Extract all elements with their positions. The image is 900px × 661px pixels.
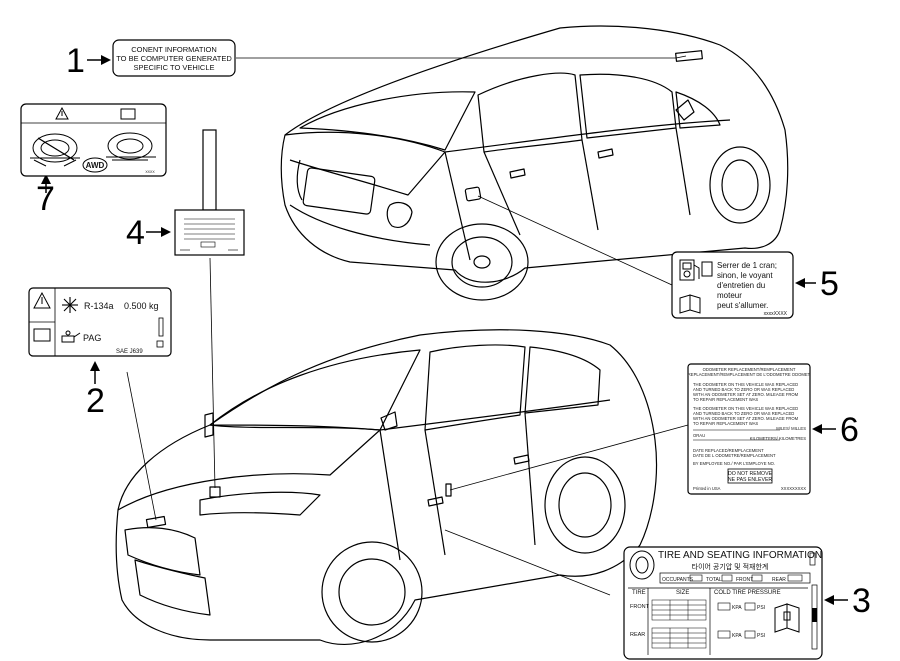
svg-text:PAG: PAG [83,333,101,343]
svg-text:REAR: REAR [630,632,645,638]
callout-7: 7 [36,174,55,218]
svg-text:5: 5 [820,265,839,303]
svg-text:PSI: PSI [757,605,765,611]
svg-text:DATE REPLACED/REMPLACEMENT: DATE REPLACED/REMPLACEMENT [693,448,764,453]
tire-icon [629,550,655,580]
callout-1: 1 [66,42,111,80]
warning-triangle-icon [33,291,51,309]
awd-badge: AWD [82,157,108,173]
svg-text:AND TURNED BACK TO ZERO OR WAS: AND TURNED BACK TO ZERO OR WAS REPLACED [693,387,794,392]
label-3-tire-seating: TIRE AND SEATING INFORMATION 타이어 공기압 및 적… [623,546,823,660]
manual-book-icon [33,328,51,342]
svg-text:DATE DE L ODOMETRE/REMPLACEMEN: DATE DE L ODOMETRE/REMPLACEMENT [693,453,776,458]
svg-text:REAR: REAR [772,577,786,583]
svg-text:COLD TIRE PRESSURE: COLD TIRE PRESSURE [714,590,781,596]
engine-light-icon [701,261,713,277]
svg-text:AND TURNED BACK TO ZERO OR WAS: AND TURNED BACK TO ZERO OR WAS REPLACED [693,411,794,416]
label-7-awd-warning: AWD XXXX [20,103,167,177]
oil-can-icon [61,330,81,343]
svg-text:xxxxXXXX: xxxxXXXX [764,311,788,317]
svg-text:FRONT: FRONT [736,577,753,583]
svg-text:SAE J639: SAE J639 [116,349,143,355]
svg-text:TO BE COMPUTER GENERATED: TO BE COMPUTER GENERATED [116,54,232,63]
svg-text:sinon, le voyant: sinon, le voyant [717,271,773,280]
bottom-car-illustration [115,329,658,646]
label-1-content-information: CONENT INFORMATION TO BE COMPUTER GENERA… [112,39,236,77]
leader-lines [126,55,689,596]
svg-text:ORAU: ORAU [693,433,705,438]
callout-5: 5 [795,265,839,303]
tire-size-grid [651,599,707,649]
fuel-pump-icon [679,259,700,281]
callout-6: 6 [812,411,859,449]
label-5-fuel-cap: Serrer de 1 cran; sinon, le voyant d'ent… [671,251,794,319]
svg-text:Printed in USA: Printed in USA [693,486,721,491]
car-on-lift-icon [30,133,80,167]
svg-text:TOTAL: TOTAL [706,577,722,583]
svg-text:PSI: PSI [757,633,765,639]
manual-book-icon [120,108,136,120]
svg-text:WITH AN ODOMETER SET AT ZERO.: WITH AN ODOMETER SET AT ZERO. MILEAGE FR… [693,392,799,397]
svg-text:peut s'allumer.: peut s'allumer. [717,301,768,310]
callout-4: 4 [126,214,171,252]
callout-3: 3 [824,582,871,620]
label-2-refrigerant: R-134a 0.500 kg PAG SAE J639 [28,287,172,357]
svg-text:d'entretien du: d'entretien du [717,281,765,290]
svg-text:4: 4 [126,214,145,252]
label-6-odometer: ODOMETER REPLACEMENT/REMPLACEMENT REPLAC… [687,363,811,495]
warning-triangle-icon [55,106,69,120]
svg-text:WITH AN ODOMETER SET AT ZERO.: WITH AN ODOMETER SET AT ZERO. MILEAGE FR… [693,416,799,421]
svg-text:ODOMETER REPLACEMENT/REMPLACEM: ODOMETER REPLACEMENT/REMPLACEMENT [703,367,796,372]
manual-book-icon [679,294,701,314]
svg-text:TIRE AND SEATING INFORMATION: TIRE AND SEATING INFORMATION [658,550,822,561]
svg-text:TO REPAIR REPLACEMENT WAS: TO REPAIR REPLACEMENT WAS [693,397,758,402]
snowflake-icon [62,297,78,313]
svg-text:Serrer de 1 cran;: Serrer de 1 cran; [717,261,777,270]
svg-text:OCCUPANTS: OCCUPANTS [662,577,694,583]
svg-text:7: 7 [36,180,55,218]
svg-text:KILOMETERS/ KILOMETRES: KILOMETERS/ KILOMETRES [750,436,807,441]
svg-text:moteur: moteur [717,291,742,300]
svg-text:CONENT INFORMATION: CONENT INFORMATION [131,45,217,54]
svg-text:BY EMPLOYEE NO./ PAR L'EMPLOYE: BY EMPLOYEE NO./ PAR L'EMPLOYE NO. [693,461,775,466]
svg-text:MILES/ MILLES: MILES/ MILLES [776,426,806,431]
svg-text:0.500 kg: 0.500 kg [124,301,159,311]
svg-text:6: 6 [840,411,859,449]
svg-text:2: 2 [86,382,105,420]
prohibited-icon [37,137,75,161]
svg-text:AWD: AWD [86,161,105,170]
svg-text:TIRE: TIRE [632,590,646,596]
car-on-dyno-icon [106,132,156,161]
callout-2: 2 [86,361,105,420]
svg-text:NE PAS ENLEVER: NE PAS ENLEVER [728,477,773,483]
svg-text:TO REPAIR REPLACEMENT WAS: TO REPAIR REPLACEMENT WAS [693,421,758,426]
svg-text:SPECIFIC TO VEHICLE: SPECIFIC TO VEHICLE [134,63,215,72]
svg-text:XXXX: XXXX [145,170,155,174]
svg-text:XXXXXXXXX: XXXXXXXXX [781,486,806,491]
svg-text:KPA: KPA [732,633,742,639]
svg-text:THE ODOMETER ON THIS VEHICLE W: THE ODOMETER ON THIS VEHICLE WAS REPLACE… [693,406,798,411]
manual-book-icon [774,603,800,633]
svg-text:R-134a: R-134a [84,301,114,311]
svg-text:타이어 공기압 및 적재한계: 타이어 공기압 및 적재한계 [692,562,769,571]
svg-text:FRONT: FRONT [630,604,650,610]
svg-text:DO NOT REMOVE: DO NOT REMOVE [728,471,773,477]
svg-text:SIZE: SIZE [676,590,689,596]
svg-text:KPA: KPA [732,605,742,611]
svg-text:THE ODOMETER ON THIS VEHICLE W: THE ODOMETER ON THIS VEHICLE WAS REPLACE… [693,382,798,387]
label-4-tag [174,129,245,256]
svg-text:REPLACEMENT/REMPLACEMENT DE L': REPLACEMENT/REMPLACEMENT DE L'ODOMETRE O… [688,372,811,377]
top-car-illustration [280,25,789,301]
svg-text:1: 1 [66,42,85,80]
svg-text:3: 3 [852,582,871,620]
